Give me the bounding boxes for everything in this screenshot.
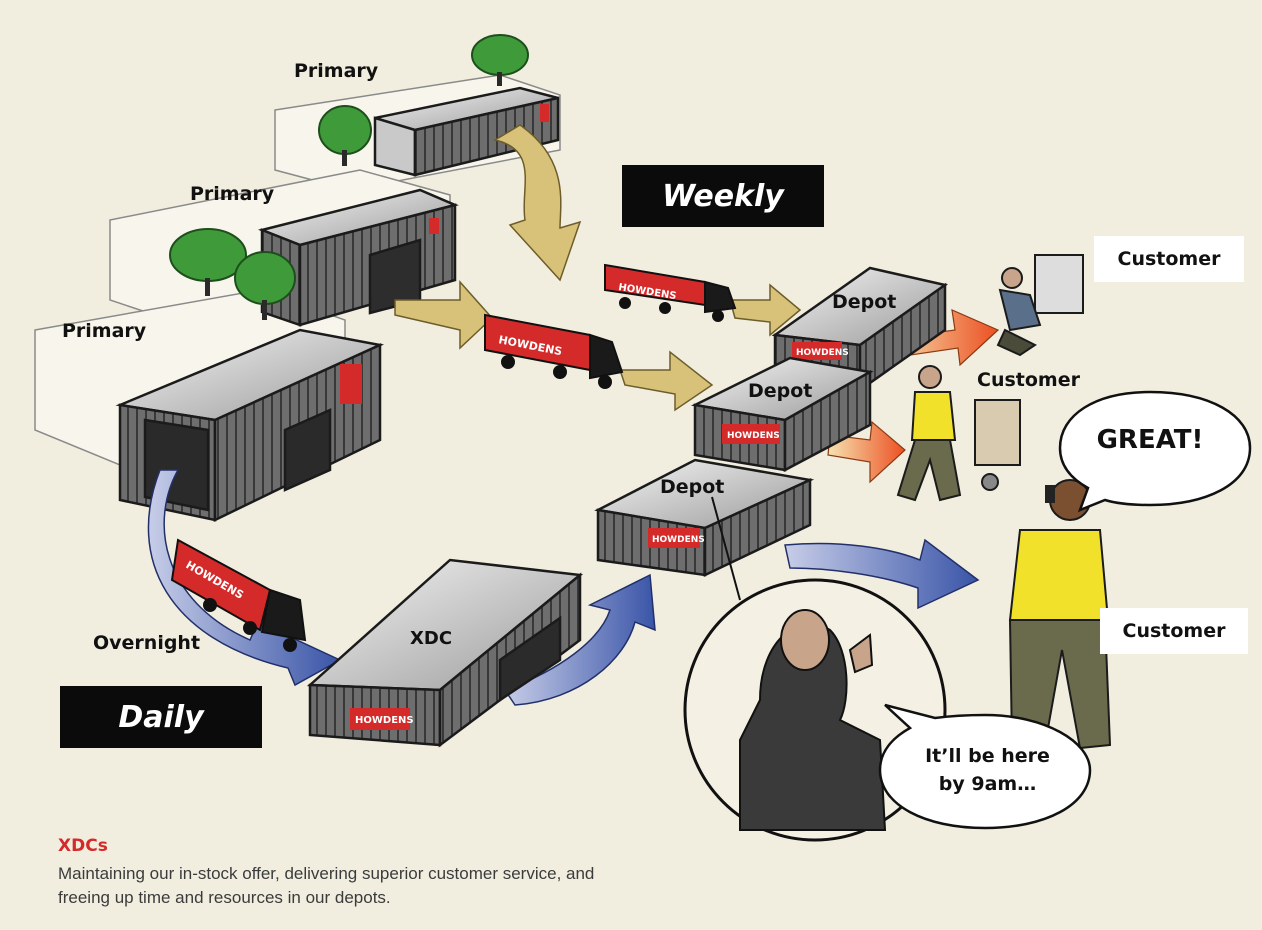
- weekly-arrows: [394, 124, 802, 412]
- customer-tag-top: Customer: [1094, 236, 1244, 282]
- primary-label-bottom: Primary: [62, 320, 147, 342]
- primary-label-middle: Primary: [190, 183, 275, 205]
- warehouse-icon: [306, 266, 949, 748]
- depot-label-bottom: Depot: [660, 476, 725, 498]
- depot-label-middle: Depot: [748, 380, 813, 402]
- brand-label: HOWDENS: [355, 715, 414, 726]
- daily-tag: Daily: [60, 686, 262, 748]
- phone-icon: [1045, 485, 1055, 503]
- truck-icon: [170, 263, 737, 652]
- promise-bubble-line1: It’ll be here: [925, 745, 1050, 767]
- weekly-tag: Weekly: [622, 165, 824, 227]
- brand-label: HOWDENS: [796, 348, 849, 358]
- customer-label-middle: Customer: [977, 369, 1080, 391]
- brand-label: HOWDENS: [652, 535, 705, 545]
- great-bubble-text: GREAT!: [1096, 425, 1204, 455]
- xdc-label: XDC: [410, 628, 453, 649]
- zoom-circle: [683, 496, 947, 842]
- caption-title: XDCs: [58, 836, 108, 856]
- tree-icon: [169, 34, 529, 320]
- speech-bubbles: [878, 390, 1252, 830]
- customer-tag-bottom: Customer: [1100, 608, 1248, 654]
- depot-label-top: Depot: [832, 291, 897, 313]
- primary-label-top: Primary: [294, 60, 379, 82]
- brand-label: HOWDENS: [727, 431, 780, 441]
- worker-icon: [896, 254, 1112, 750]
- daily-arrows: [147, 469, 980, 706]
- promise-bubble-line2: by 9am…: [938, 773, 1037, 795]
- caption-body: Maintaining our in-stock offer, deliveri…: [58, 864, 595, 907]
- overnight-label: Overnight: [93, 632, 201, 654]
